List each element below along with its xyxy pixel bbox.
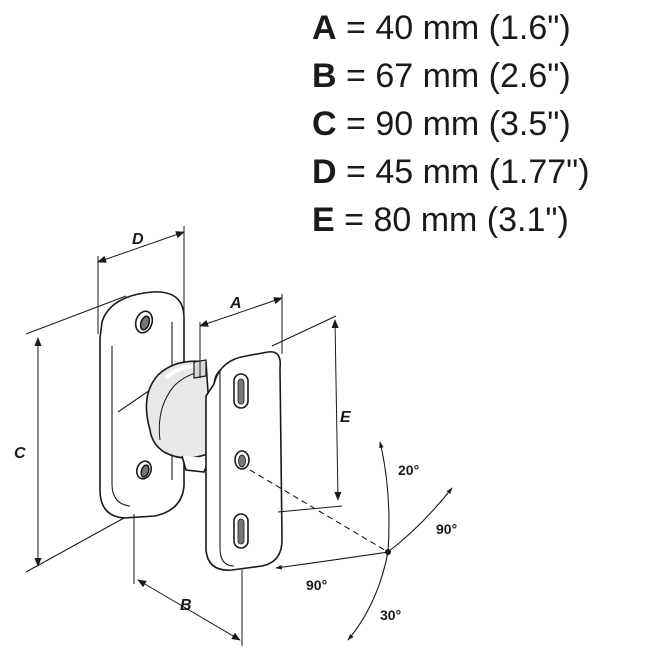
spec-equals: = (346, 9, 366, 47)
wall-plate-lower-hole (135, 460, 153, 480)
dimension-e (271, 315, 343, 513)
dimension-spec-list: A = 40 mm (1.6") B = 67 mm (2.6") C = 90… (312, 4, 662, 244)
wall-plate-upper-hole (134, 310, 154, 334)
angle-label-tilt-down: 30° (380, 607, 401, 623)
spec-row-b: B = 67 mm (2.6") (312, 52, 662, 100)
ball-joint (145, 359, 213, 473)
spec-value: 40 mm (1.6") (375, 9, 571, 47)
dimension-label-e: E (340, 409, 352, 426)
dimension-d (97, 226, 185, 334)
tilt-up-arc (379, 441, 390, 553)
spec-row-c: C = 90 mm (3.5") (312, 100, 662, 148)
speaker-plate-middle-hole (234, 450, 250, 470)
swivel-left-arc (275, 551, 389, 570)
tilt-down-arc (347, 551, 389, 641)
spec-value: 45 mm (1.77") (375, 153, 590, 191)
spec-value: 67 mm (2.6") (375, 57, 571, 95)
spec-letter: E (312, 201, 335, 239)
spec-equals: = (346, 153, 366, 191)
spec-equals: = (346, 57, 366, 95)
spec-value: 90 mm (3.5") (375, 105, 571, 143)
dimension-a (199, 294, 283, 378)
spec-value: 80 mm (3.1") (373, 201, 569, 239)
speaker-plate (205, 351, 283, 571)
spec-row-a: A = 40 mm (1.6") (312, 4, 662, 52)
swivel-right-arc (387, 487, 453, 553)
speaker-plate-lower-slot (233, 513, 249, 549)
spec-letter: D (312, 153, 337, 191)
dimension-label-a: A (229, 295, 242, 312)
dimension-label-c: C (14, 445, 26, 462)
speaker-plate-upper-slot (233, 373, 249, 409)
dimension-c (25, 295, 127, 573)
spec-equals: = (346, 105, 366, 143)
dimension-b (133, 514, 243, 646)
spec-letter: B (312, 57, 337, 95)
spec-letter: A (312, 9, 337, 47)
spec-row-e: E = 80 mm (3.1") (312, 196, 662, 244)
angle-label-swivel-right: 90° (436, 521, 457, 537)
dimension-label-d: D (132, 231, 144, 248)
angle-label-tilt-up: 20° (398, 462, 419, 478)
rotation-axis-line (249, 469, 389, 553)
spec-equals: = (344, 201, 364, 239)
angle-label-swivel-left: 90° (306, 577, 327, 593)
dimension-label-b: B (180, 597, 192, 614)
spec-row-d: D = 45 mm (1.77") (312, 148, 662, 196)
spec-letter: C (312, 105, 337, 143)
rotation-pivot-point (385, 549, 391, 555)
